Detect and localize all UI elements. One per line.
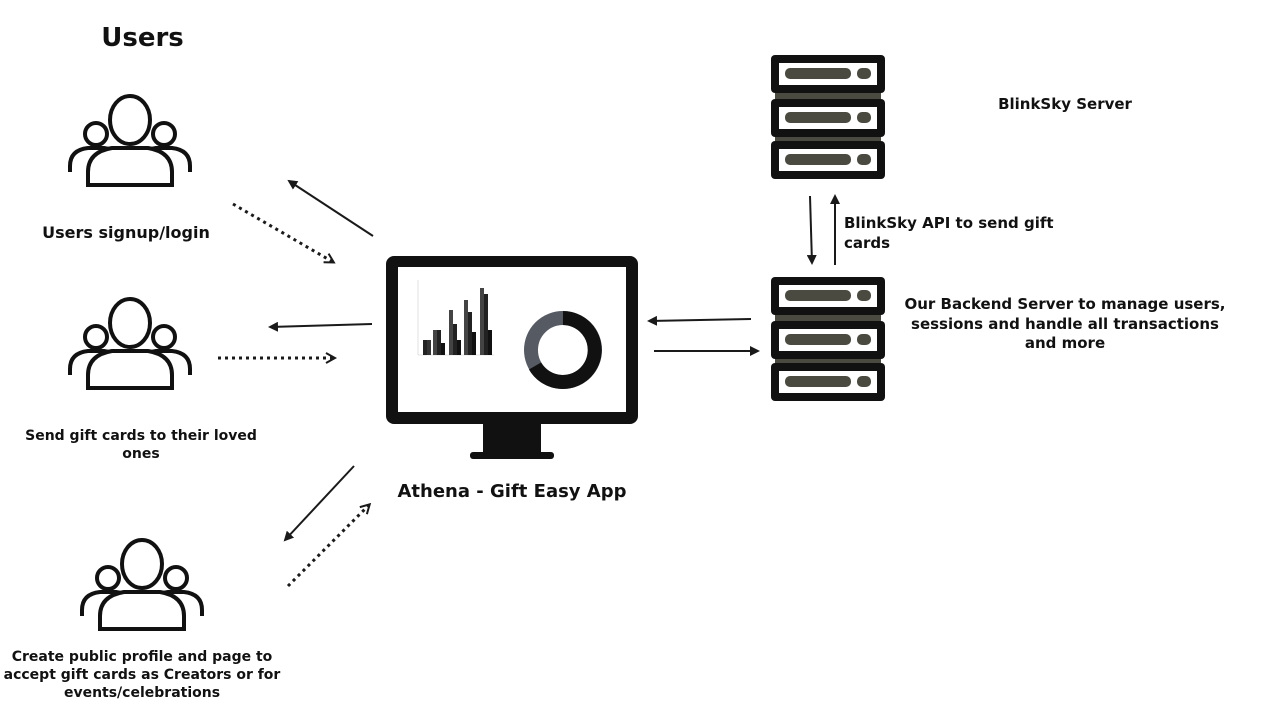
app-label: Athena - Gift Easy App xyxy=(397,481,627,502)
users-group-icon-1 xyxy=(68,94,192,187)
blinksky-server-label: BlinkSky Server xyxy=(998,95,1132,113)
arrow-app-to-users-3 xyxy=(283,465,355,542)
backend-server-label: Our Backend Server to manage users, sess… xyxy=(904,295,1226,352)
blinksky-server-icon xyxy=(771,55,885,179)
arrow-blinksky-to-backend xyxy=(806,195,817,265)
mini-bar-chart-icon xyxy=(417,280,494,356)
users-group-icon-3 xyxy=(80,538,204,631)
users-title: Users xyxy=(101,23,184,53)
api-link-label: BlinkSky API to send gift cards xyxy=(844,214,1054,252)
donut-chart-icon xyxy=(524,311,602,389)
users-group-icon-2 xyxy=(68,297,192,390)
arrow-app-to-users-1 xyxy=(287,179,374,237)
arrow-users-1-to-app xyxy=(232,202,333,262)
arrow-backend-to-app xyxy=(647,315,752,326)
arrow-users-3-to-app xyxy=(286,505,369,588)
user-group-label-creators: Create public profile and page to accept… xyxy=(3,649,281,702)
backend-server-icon xyxy=(771,277,885,401)
monitor-icon xyxy=(386,256,638,459)
user-group-label-signup: Users signup/login xyxy=(42,223,210,242)
arrow-app-to-users-2 xyxy=(268,321,373,332)
user-group-label-send: Send gift cards to their loved ones xyxy=(25,428,257,463)
